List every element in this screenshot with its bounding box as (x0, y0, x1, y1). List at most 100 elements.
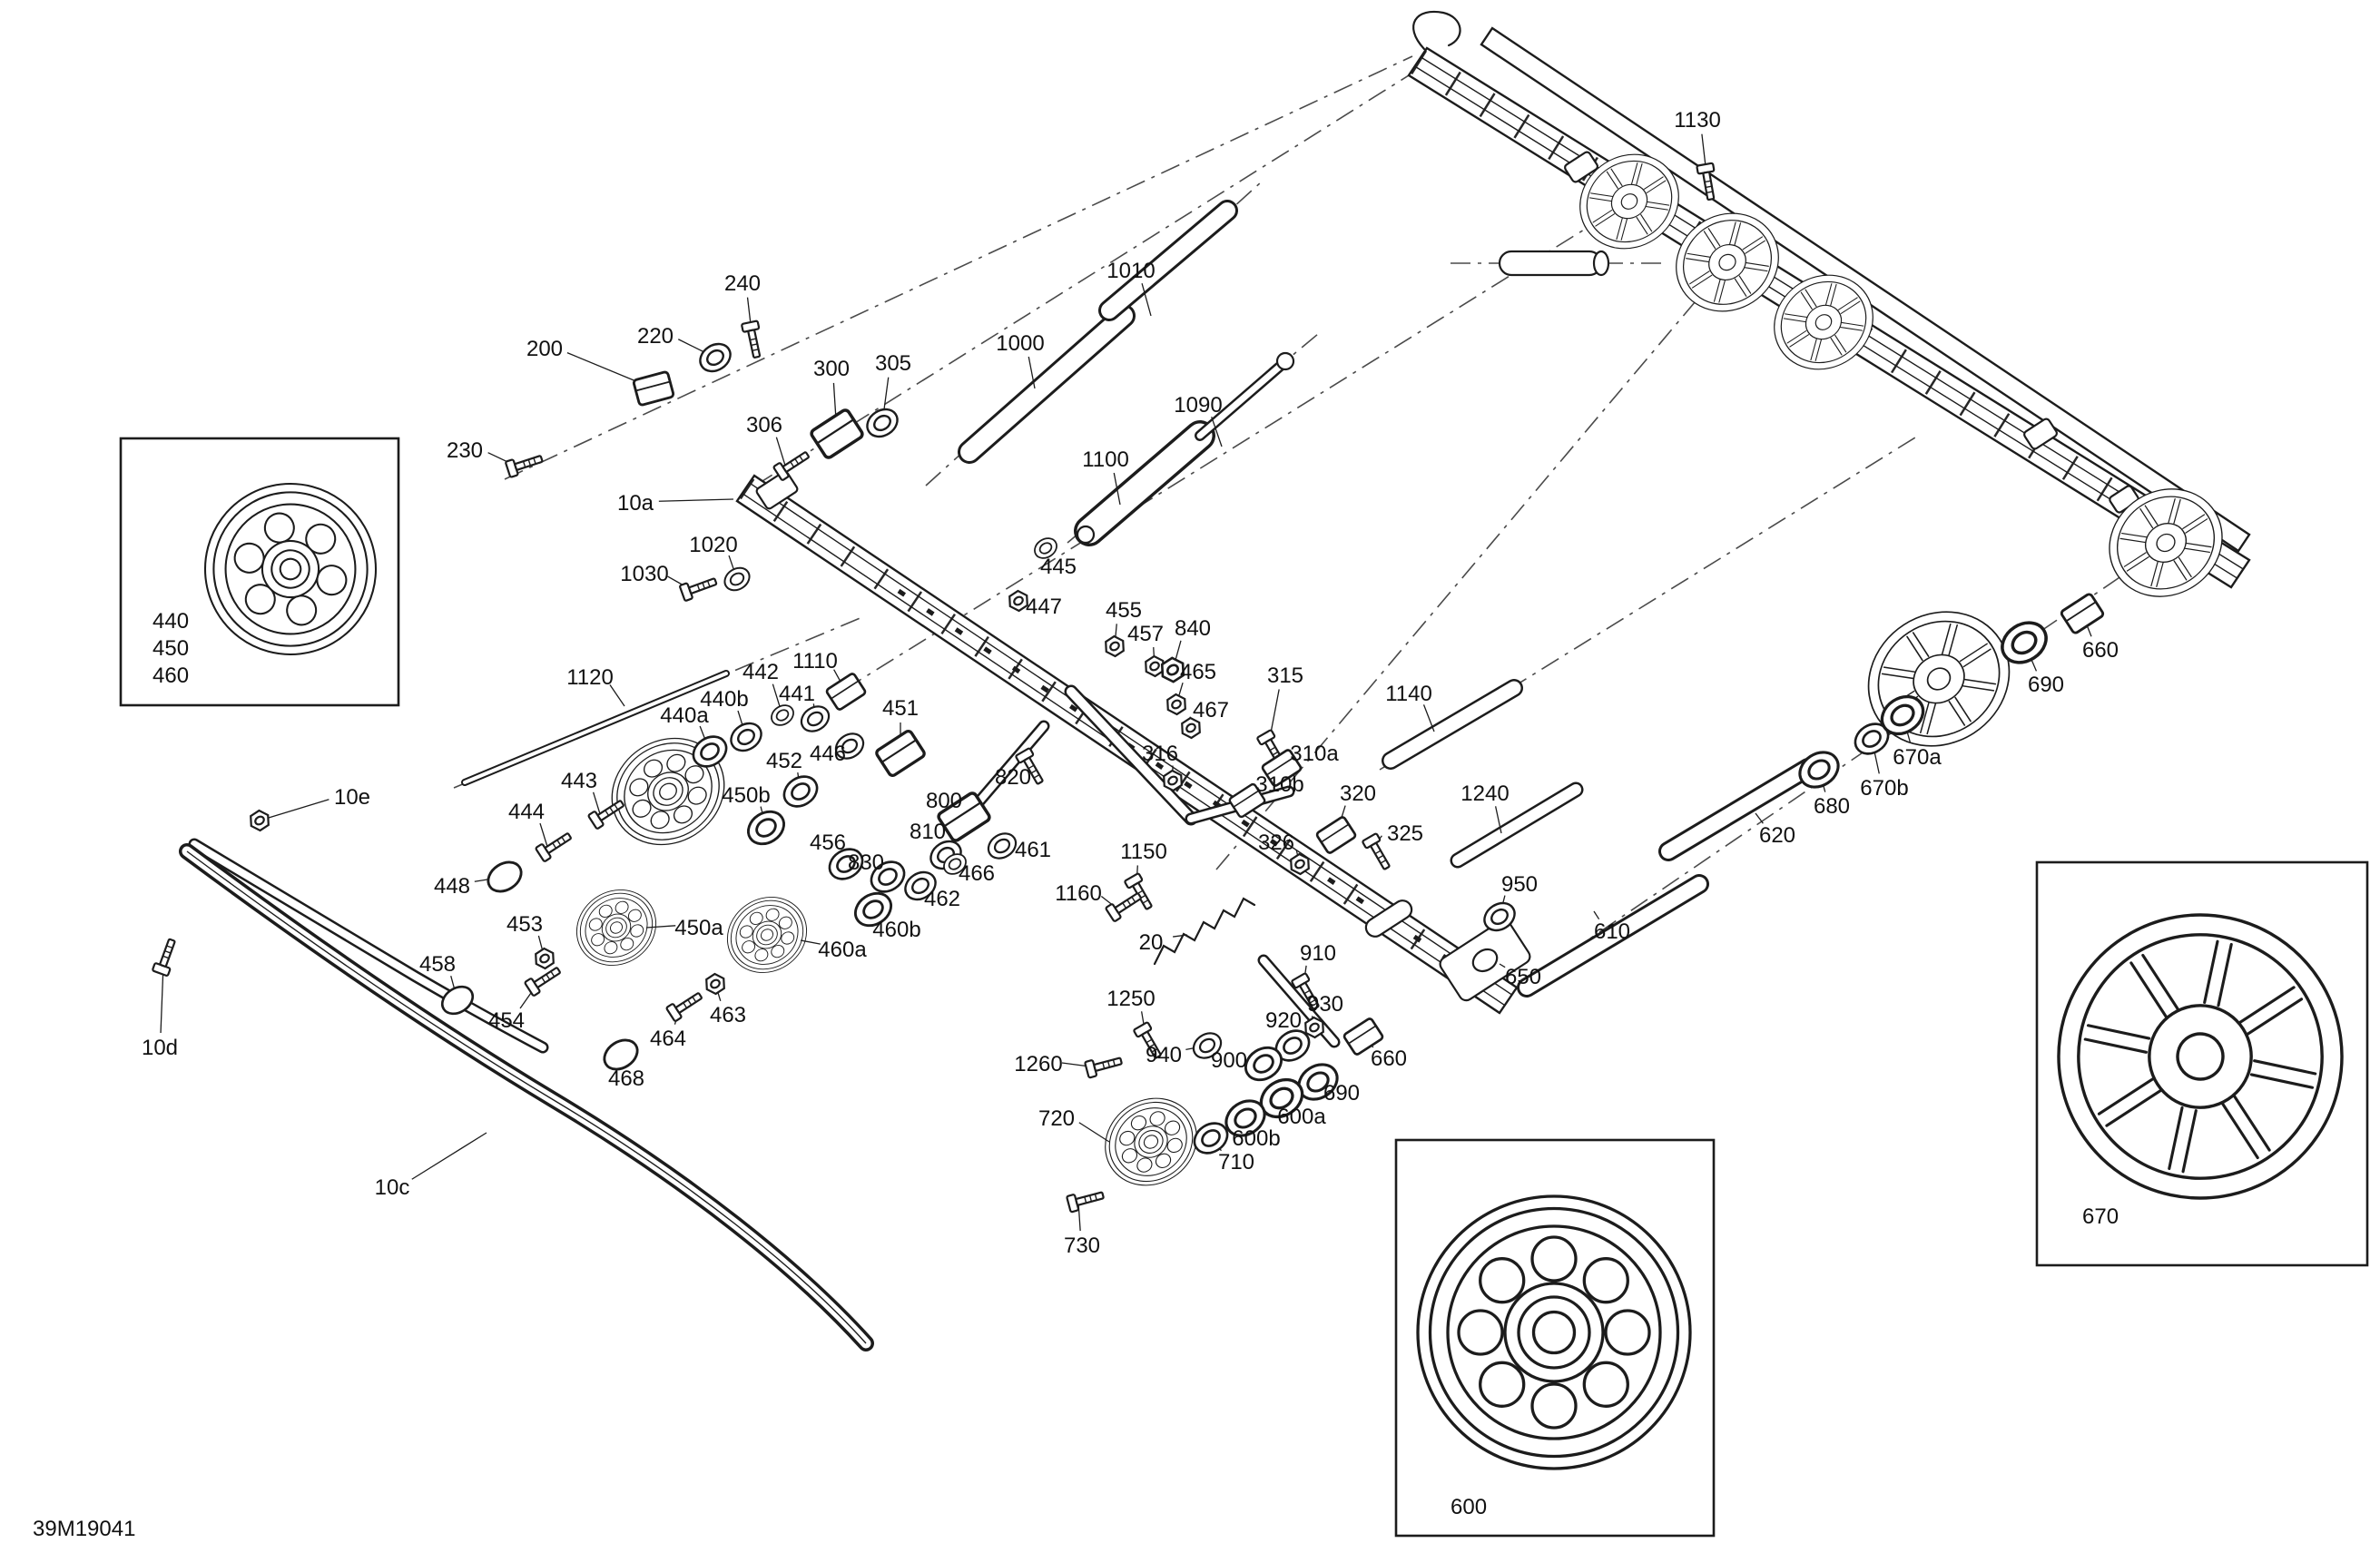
part-label-650: 650 (1505, 965, 1541, 989)
detail-box-440: 440 450 460 (119, 437, 400, 707)
part-label-445: 445 (1040, 555, 1077, 579)
rear-axle-bracket (1439, 919, 1531, 1002)
leader-line-450a (645, 925, 676, 929)
leader-line-650 (1499, 963, 1506, 968)
part-label-310a: 310a (1290, 742, 1339, 766)
part-label-1240: 1240 (1460, 781, 1509, 806)
part-label-440a: 440a (660, 703, 709, 728)
part-label-830: 830 (848, 850, 884, 875)
part-label-680: 680 (1814, 794, 1850, 819)
detail-label-460: 460 (152, 663, 189, 688)
part-label-930: 930 (1307, 992, 1343, 1017)
part-label-10d: 10d (142, 1036, 178, 1060)
leader-line-1140 (1422, 704, 1435, 732)
part-305 (861, 402, 904, 444)
leader-line-610 (1593, 910, 1600, 920)
leader-line-620 (1755, 812, 1764, 824)
part-label-450b: 450b (722, 783, 770, 808)
part-label-1100: 1100 (1082, 447, 1129, 472)
part-label-900: 900 (1211, 1048, 1247, 1073)
detail-label-440: 440 (152, 609, 189, 634)
part-440b (724, 716, 768, 758)
part-444 (534, 828, 575, 863)
part-label-300: 300 (813, 357, 850, 381)
part-label-310b: 310b (1255, 772, 1303, 797)
part-label-440b: 440b (700, 687, 748, 712)
part-230 (504, 449, 546, 479)
part-label-1010: 1010 (1106, 259, 1155, 283)
part-680 (1792, 743, 1846, 796)
part-label-460a: 460a (818, 938, 867, 962)
part-label-910: 910 (1300, 941, 1336, 966)
part-453 (530, 944, 559, 973)
part-448 (481, 854, 528, 899)
part-306 (772, 447, 813, 482)
diagram-code: 39M19041 (33, 1517, 135, 1541)
part-455 (1100, 632, 1129, 661)
part-label-1090: 1090 (1174, 393, 1222, 418)
part-label-1150: 1150 (1120, 840, 1167, 864)
rail-front-hook (1412, 10, 1461, 51)
leader-line-1120 (609, 684, 625, 707)
leader-line-1090 (1211, 416, 1223, 447)
part-label-315: 315 (1267, 663, 1303, 688)
detail-label-600: 600 (1451, 1495, 1487, 1519)
part-label-325: 325 (1387, 821, 1423, 846)
part-label-320: 320 (1340, 781, 1376, 806)
leader-line-10a (658, 498, 734, 502)
part-label-461: 461 (1015, 838, 1051, 862)
part-300 (808, 407, 866, 461)
part-label-1110: 1110 (792, 649, 838, 673)
part-label-800: 800 (926, 789, 962, 813)
part-label-10c: 10c (375, 1175, 410, 1200)
part-label-240: 240 (724, 271, 761, 296)
part-label-810: 810 (910, 820, 946, 844)
part-label-670b: 670b (1860, 776, 1908, 801)
part-label-10e: 10e (334, 785, 370, 810)
part-label-465: 465 (1180, 660, 1216, 684)
part-label-316: 316 (1142, 742, 1178, 766)
part-label-610: 610 (1594, 919, 1630, 944)
part-label-464: 464 (650, 1027, 686, 1051)
part-1020 (719, 562, 755, 596)
leader-line-1100 (1113, 472, 1121, 506)
part-240 (740, 319, 766, 360)
leader-line-460a (800, 939, 821, 945)
part-label-710: 710 (1218, 1150, 1254, 1174)
part-label-444: 444 (508, 800, 545, 824)
part-label-457: 457 (1127, 622, 1164, 646)
part-label-1000: 1000 (996, 331, 1044, 356)
cross-shaft (1498, 250, 1603, 277)
detail-box-600: 600 (1394, 1138, 1716, 1538)
part-320 (1314, 814, 1358, 856)
part-220 (693, 337, 737, 378)
part-label-820: 820 (995, 765, 1031, 790)
part-label-463: 463 (710, 1003, 746, 1027)
part-label-1130: 1130 (1674, 108, 1721, 133)
idler-wheel-460a (712, 881, 822, 988)
part-label-467: 467 (1193, 698, 1229, 722)
part-label-447: 447 (1026, 595, 1062, 619)
part-1160 (1104, 888, 1146, 923)
part-label-940: 940 (1146, 1043, 1182, 1067)
part-label-1160: 1160 (1055, 881, 1102, 906)
part-label-200: 200 (526, 337, 563, 361)
part-label-660: 660 (2082, 638, 2119, 663)
part-label-460b: 460b (872, 918, 920, 942)
part-label-450a: 450a (674, 916, 723, 940)
part-label-453: 453 (506, 912, 543, 937)
part-label-920: 920 (1265, 1008, 1302, 1033)
part-label-620: 620 (1759, 823, 1795, 848)
part-label-441: 441 (779, 682, 815, 706)
part-464 (664, 988, 706, 1023)
part-1030 (678, 572, 720, 603)
part-label-468: 468 (608, 1066, 644, 1091)
part-label-840: 840 (1175, 616, 1211, 641)
upper-rail-assembly (1407, 10, 2251, 619)
part-label-20: 20 (1139, 930, 1164, 955)
part-label-730: 730 (1064, 1233, 1100, 1258)
part-label-1020: 1020 (689, 533, 737, 557)
